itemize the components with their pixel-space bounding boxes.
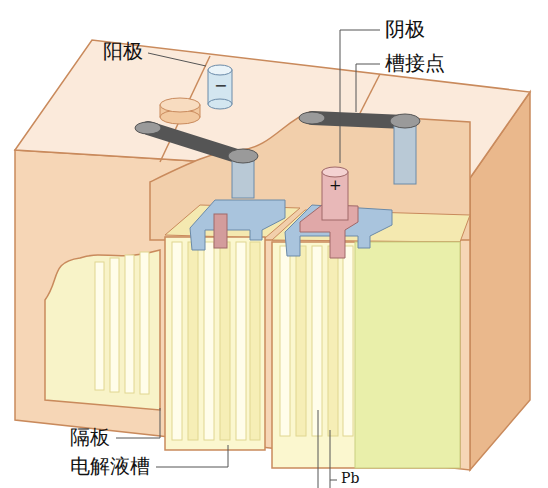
part-label: 阳极	[103, 39, 143, 63]
post	[232, 158, 254, 198]
leader-line	[340, 30, 380, 163]
part-label: 槽接点	[385, 51, 445, 75]
post-cap	[228, 149, 258, 163]
post-cap	[299, 112, 325, 124]
post-cap	[390, 114, 420, 128]
leader-line	[148, 53, 206, 66]
plate	[95, 262, 104, 390]
plate	[296, 246, 306, 436]
vent-cap	[160, 98, 200, 112]
plate	[343, 246, 353, 436]
post-cap	[135, 122, 161, 134]
leader-line	[330, 430, 331, 488]
leader-line	[116, 408, 160, 438]
plate	[236, 242, 246, 440]
plate	[312, 246, 322, 436]
plate	[110, 258, 119, 392]
leader-line	[356, 64, 380, 112]
part-label: 电解液槽	[70, 454, 150, 478]
plate	[220, 242, 230, 440]
leader-line	[156, 445, 228, 467]
cell	[165, 237, 265, 450]
plate	[204, 242, 214, 440]
plate	[250, 242, 260, 440]
plate	[328, 246, 338, 436]
positive-post	[322, 172, 348, 220]
plate	[280, 246, 290, 436]
plate	[172, 242, 182, 440]
positive-strap	[214, 214, 227, 248]
cell	[45, 250, 160, 410]
negative-terminal-top	[208, 65, 232, 75]
post	[394, 124, 416, 184]
leader-line	[330, 480, 337, 481]
polarity-sign: +	[329, 176, 342, 194]
negative-strap	[190, 200, 285, 250]
positive-post-top	[322, 167, 348, 177]
cell	[272, 242, 460, 468]
part-label: 隔板	[70, 425, 110, 449]
negative-terminal	[208, 99, 232, 109]
plate	[140, 252, 149, 394]
cell-side	[355, 242, 460, 468]
polarity-sign: −	[214, 76, 227, 95]
part-label: 阴极	[385, 17, 425, 41]
leader-line	[318, 410, 319, 488]
part-label: Pb	[341, 470, 359, 487]
plate	[125, 255, 134, 393]
plate	[188, 242, 198, 440]
